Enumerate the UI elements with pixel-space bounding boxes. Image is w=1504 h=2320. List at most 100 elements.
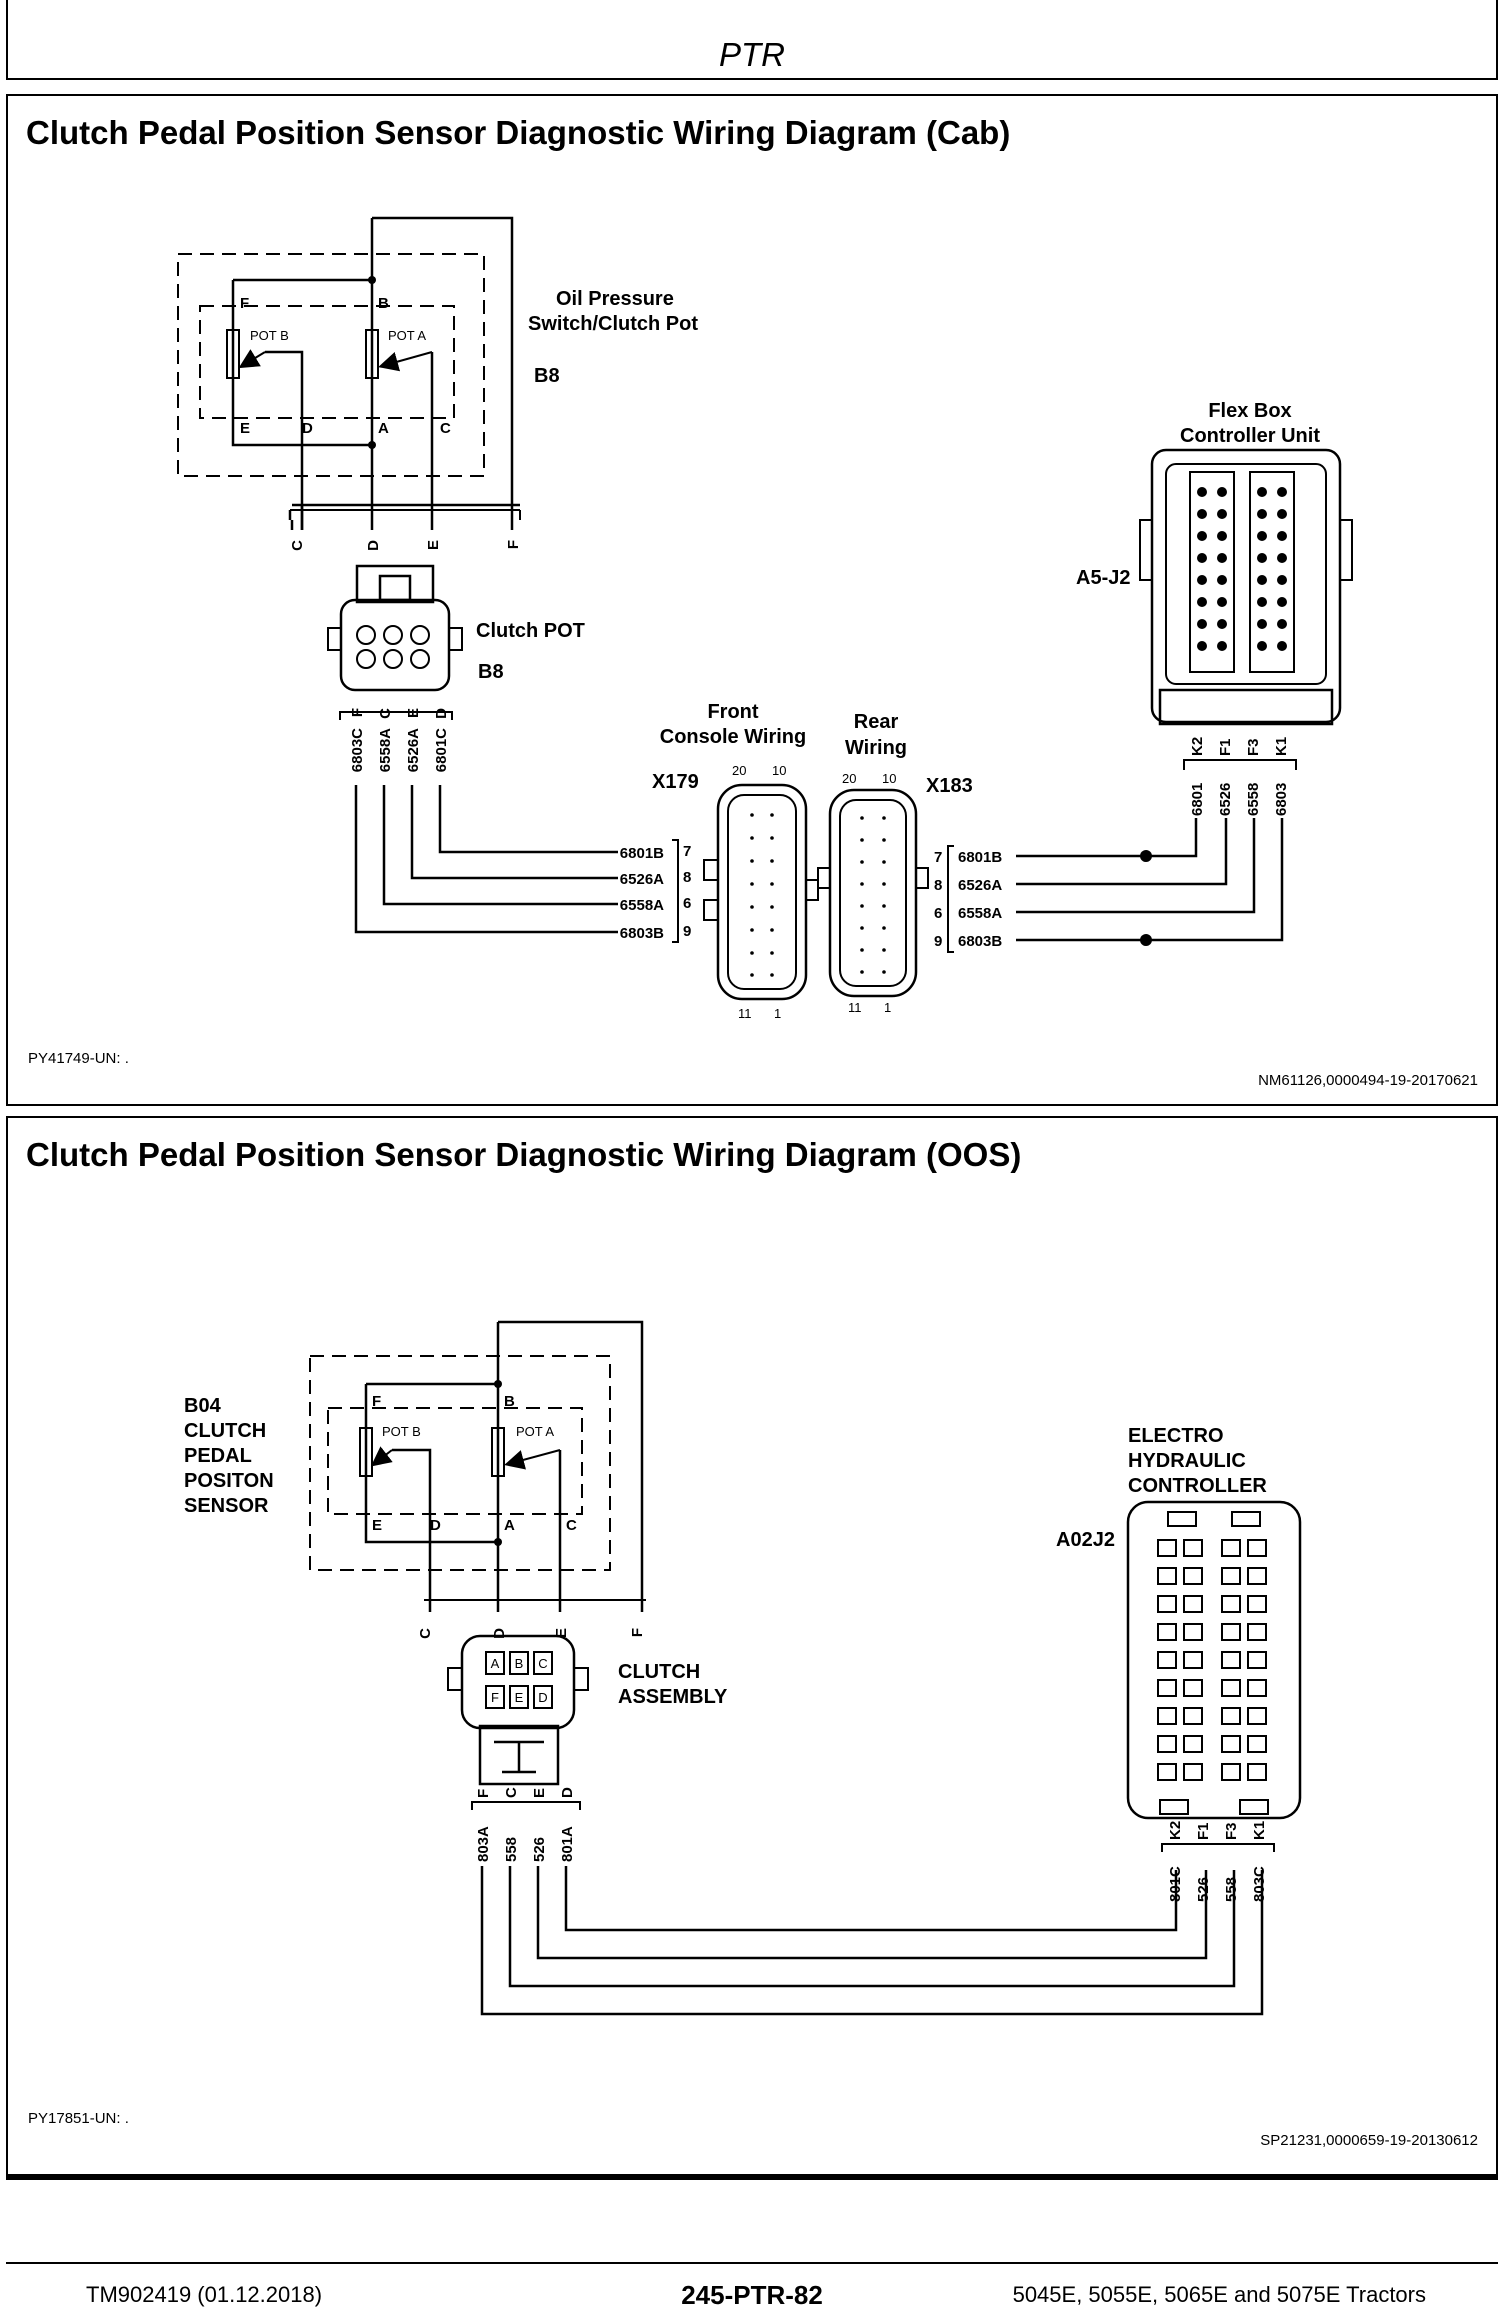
- ehc-code: A02J2: [1056, 1529, 1115, 1551]
- ehc-pin-k1: K1: [1251, 1821, 1268, 1840]
- cab-conn-pin-d: D: [433, 708, 450, 719]
- cab-right-pin-1: 8: [934, 877, 942, 894]
- ehc-pin-f3: F3: [1223, 1822, 1240, 1840]
- oos-conn-wire-801a: 801A: [559, 1826, 576, 1862]
- oos-conn-wire-558: 558: [503, 1837, 520, 1862]
- ehc-wire-801c: 801C: [1167, 1866, 1184, 1902]
- x183-pin-20: 20: [842, 771, 856, 786]
- cab-switch-code: B8: [534, 365, 560, 387]
- cab-doc-ref: NM61126,0000494-19-20170621: [1258, 1072, 1478, 1089]
- oos-title: Clutch Pedal Position Sensor Diagnostic …: [26, 1136, 1022, 1173]
- cab-diagram-panel: [6, 94, 1498, 1106]
- oos-sensor-label-0: B04: [184, 1395, 222, 1417]
- x183-pin-10: 10: [882, 771, 896, 786]
- oos-conn-pin-f: F: [475, 1789, 492, 1798]
- flex-pin-k2: K2: [1189, 737, 1206, 756]
- cab-title: Clutch Pedal Position Sensor Diagnostic …: [26, 114, 1011, 151]
- ehc-wire-526: 526: [1195, 1877, 1212, 1902]
- cab-term-d: D: [302, 420, 313, 437]
- oos-sensor-label-3: POSITON: [184, 1470, 274, 1492]
- oos-pin-d: D: [491, 1628, 508, 1639]
- cab-pot-a: POT A: [388, 328, 426, 343]
- rear-label-2: Wiring: [845, 737, 907, 759]
- x179-pin-11: 11: [738, 1006, 752, 1021]
- oos-term-d: D: [430, 1517, 441, 1534]
- cab-clutch-pot-code: B8: [478, 661, 504, 683]
- flex-pin-f1: F1: [1217, 738, 1234, 756]
- footer-doc-id: TM902419 (01.12.2018): [86, 2282, 323, 2307]
- oos-conn-pin-e: E: [531, 1788, 548, 1798]
- x179-code: X179: [652, 771, 699, 793]
- cab-right-wire-0: 6801B: [958, 849, 1002, 866]
- ehc-wire-803c: 803C: [1251, 1866, 1268, 1902]
- oos-conn-pin-c: C: [503, 1787, 520, 1798]
- x183-pins: [860, 816, 886, 974]
- x179-pin-20: 20: [732, 763, 746, 778]
- oos-term-c: C: [566, 1517, 577, 1534]
- clutch-conn-f: F: [491, 1690, 499, 1705]
- footer-models: 5045E, 5055E, 5065E and 5075E Tractors: [1012, 2282, 1426, 2307]
- cab-conn-pin-c: C: [377, 708, 394, 719]
- oos-doc-ref: SP21231,0000659-19-20130612: [1260, 2132, 1478, 2149]
- x183-pin-11: 11: [848, 1000, 862, 1015]
- oos-term-b: B: [504, 1393, 515, 1410]
- cab-clutch-pot-connector: [327, 564, 463, 692]
- section-header: PTR: [719, 36, 785, 73]
- oos-pot-a: POT A: [516, 1424, 554, 1439]
- clutch-conn-a: A: [491, 1656, 500, 1671]
- oos-image-ref: PY17851-UN: .: [28, 2110, 129, 2127]
- oos-term-a: A: [504, 1517, 515, 1534]
- ehc-connector: [1126, 1500, 1302, 1820]
- cab-left-pin-3: 9: [683, 923, 691, 940]
- cab-switch-label-1: Oil Pressure: [556, 288, 674, 310]
- cab-conn-wire-6801c: 6801C: [433, 728, 450, 772]
- cab-right-pin-2: 6: [934, 905, 942, 922]
- cab-left-wire-2: 6558A: [620, 897, 664, 914]
- cab-conn-wire-6558a: 6558A: [377, 728, 394, 772]
- cab-term-b: B: [378, 295, 389, 312]
- flex-box-connector: [1139, 448, 1353, 726]
- ehc-label-2: CONTROLLER: [1128, 1475, 1267, 1497]
- clutch-conn-c: C: [538, 1656, 547, 1671]
- cab-conn-wire-6526a: 6526A: [405, 728, 422, 772]
- flex-wire-6803: 6803: [1273, 783, 1290, 816]
- x183-connector: [817, 788, 929, 998]
- cab-pin-e: E: [425, 540, 442, 550]
- oos-sensor-label-2: PEDAL: [184, 1445, 252, 1467]
- cab-right-wire-3: 6803B: [958, 933, 1002, 950]
- clutch-conn-e: E: [515, 1690, 524, 1705]
- cab-left-wire-1: 6526A: [620, 871, 664, 888]
- x183-pin-1: 1: [884, 1000, 891, 1015]
- footer-rule: [6, 2176, 1498, 2180]
- cab-term-c: C: [440, 420, 451, 437]
- flex-code: A5-J2: [1076, 567, 1130, 589]
- cab-pin-d: D: [365, 540, 382, 551]
- flex-wire-6526: 6526: [1217, 783, 1234, 816]
- clutch-assembly-connector: [447, 1634, 589, 1786]
- cab-left-wiring: [354, 785, 679, 943]
- oos-pin-c: C: [417, 1628, 434, 1639]
- cab-image-ref: PY41749-UN: .: [28, 1050, 129, 1067]
- cab-switch-schematic: [177, 216, 521, 530]
- cab-pin-c: C: [289, 540, 306, 551]
- oos-conn-wire-803a: 803A: [475, 1826, 492, 1862]
- clutch-assembly-label-2: ASSEMBLY: [618, 1686, 728, 1708]
- flex-pin-f3: F3: [1245, 738, 1262, 756]
- cab-right-pin-0: 7: [934, 849, 942, 866]
- x179-connector: [703, 783, 819, 1001]
- flex-label-1: Flex Box: [1208, 400, 1291, 422]
- cab-term-e: E: [240, 420, 250, 437]
- cab-left-wire-0: 6801B: [620, 845, 664, 862]
- flex-wire-6558: 6558: [1245, 783, 1262, 816]
- cab-left-wire-3: 6803B: [620, 925, 664, 942]
- cab-conn-wire-6803c: 6803C: [349, 728, 366, 772]
- oos-sensor-label-1: CLUTCH: [184, 1420, 266, 1442]
- x183-code: X183: [926, 775, 973, 797]
- oos-pot-b: POT B: [382, 1424, 421, 1439]
- cab-clutch-pot-label: Clutch POT: [476, 620, 585, 642]
- oos-term-f: F: [372, 1393, 381, 1410]
- cab-term-f: F: [240, 295, 249, 312]
- oos-wiring: [480, 1866, 1264, 2016]
- cab-left-pin-1: 8: [683, 869, 691, 886]
